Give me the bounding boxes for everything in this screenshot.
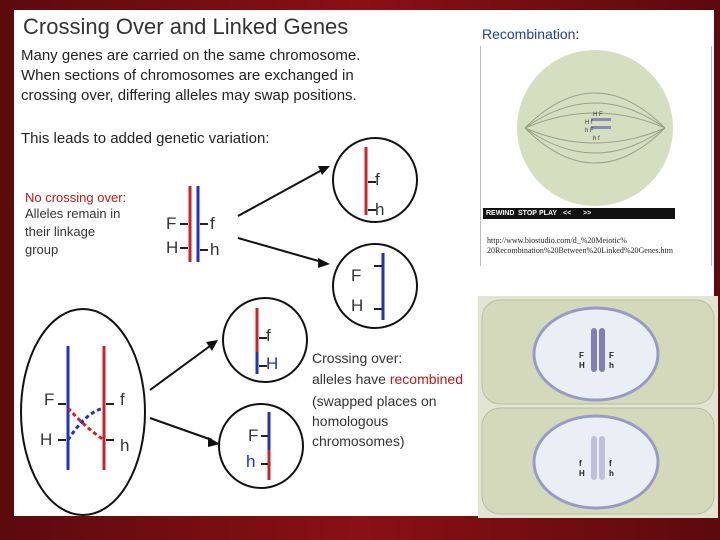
source-url[interactable]: http://www.biostudio.com/d_%20Meiotic% 2… (487, 236, 673, 255)
no-crossing-heading: No crossing over: (25, 190, 127, 205)
gamete-circle-fh (332, 137, 418, 223)
micro-label-h4: h (609, 469, 614, 478)
cell-label-1: H F (593, 112, 603, 118)
cell-label-2: H f (585, 120, 593, 126)
animation-player-bar: REWIND STOP PLAY << >> (483, 208, 675, 219)
gamete-circle-Fh (218, 403, 304, 489)
crossing-line-2: (swapped places on (312, 393, 437, 409)
allele-f-gamete3: f (266, 326, 271, 345)
crossing-line-4: chromosomes) (312, 433, 405, 449)
rewind-button[interactable]: REWIND (486, 210, 515, 217)
allele-H-parent: H (166, 238, 179, 257)
variation-text: This leads to added genetic variation: (21, 130, 270, 147)
micro-label-H1: H (579, 361, 585, 370)
no-crossing-line-1: Alleles remain in (25, 206, 121, 221)
recombination-label: Recombination: (482, 26, 580, 42)
play-button[interactable]: PLAY (539, 210, 558, 217)
arrow-to-Fh (149, 417, 213, 441)
allele-F-cross: F (44, 390, 55, 409)
prev-button[interactable]: << (563, 210, 572, 217)
arrow-to-fH (149, 345, 211, 391)
crossing-cell-circle (20, 308, 146, 516)
gamete-circle-fH (222, 297, 308, 383)
arrow-to-FH (237, 237, 323, 263)
crossing-line-3: homologous (312, 413, 389, 429)
allele-H-cross: H (40, 430, 53, 449)
micro-label-h2: h (609, 361, 614, 370)
allele-h-gamete4: h (246, 452, 256, 471)
allele-h-gamete1: h (375, 200, 385, 219)
micro-label-f4: f (609, 459, 612, 468)
allele-h-parent: h (210, 240, 220, 259)
allele-f-gamete1: f (375, 170, 380, 189)
no-crossing-line-3: group (25, 242, 59, 257)
slide-title: Crossing Over and Linked Genes (23, 14, 349, 39)
meiosis-cell-image: H F H f h F h f (517, 50, 673, 206)
micro-label-F1: F (579, 351, 584, 360)
allele-h-cross: h (120, 436, 130, 455)
allele-f-cross: f (120, 390, 125, 409)
micro-label-F2: F (609, 351, 614, 360)
arrow-to-fh (237, 169, 323, 217)
micro-label-f3: f (579, 459, 582, 468)
allele-H-gamete2: H (351, 296, 364, 315)
allele-F-parent: F (166, 214, 177, 233)
intro-line-3: crossing over, differing alleles may swa… (21, 87, 357, 104)
micro-label-H3: H (579, 469, 585, 478)
allele-F-gamete2: F (351, 266, 362, 285)
stop-button[interactable]: STOP (518, 210, 537, 217)
gamete-circle-FH (332, 243, 418, 329)
crossing-heading: Crossing over: (312, 350, 403, 366)
no-crossing-line-2: their linkage (25, 224, 96, 239)
intro-line-1: Many genes are carried on the same chrom… (21, 47, 361, 64)
cell-label-4: h f (593, 136, 600, 142)
allele-H-gamete3: H (266, 354, 279, 373)
micrograph-image: F H F h f H f h (478, 296, 718, 518)
crossing-line-1: alleles have recombined (312, 371, 463, 387)
allele-F-gamete4: F (248, 426, 259, 445)
cell-label-3: h F (585, 128, 594, 134)
allele-f-parent: f (210, 214, 215, 233)
next-button[interactable]: >> (583, 210, 592, 217)
intro-line-2: When sections of chromosomes are exchang… (21, 67, 354, 84)
